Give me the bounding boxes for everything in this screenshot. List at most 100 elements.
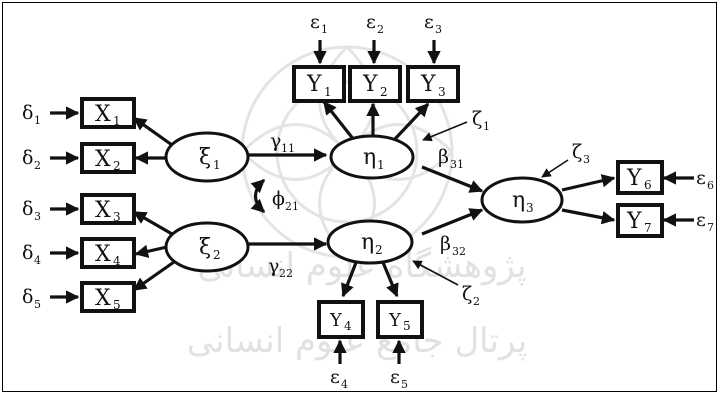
latent-xi2: ξ 2: [164, 221, 250, 273]
svg-text:2: 2: [473, 295, 480, 308]
svg-text:7: 7: [644, 221, 652, 235]
svg-text:δ: δ: [22, 286, 33, 308]
svg-text:X: X: [95, 286, 111, 311]
svg-text:3: 3: [583, 153, 590, 166]
svg-text:1: 1: [324, 85, 332, 99]
loading-x1: [132, 116, 173, 147]
svg-text:δ: δ: [22, 147, 33, 169]
svg-text:γ: γ: [268, 255, 279, 277]
eta3-subscript: 3: [526, 201, 534, 215]
svg-text:5: 5: [34, 298, 41, 311]
svg-text:2: 2: [34, 159, 41, 172]
svg-text:δ: δ: [22, 102, 33, 124]
path-eta1-eta3: [421, 165, 484, 193]
eta2-subscript: 2: [375, 243, 383, 257]
svg-text:ε: ε: [696, 209, 706, 231]
svg-text:X: X: [95, 242, 111, 267]
svg-text:2: 2: [377, 23, 384, 36]
loading-x5: [132, 260, 175, 292]
svg-text:Y: Y: [329, 310, 343, 331]
sem-path-diagram: پژوهشگاه علوم انسانی پرتال جامع علوم انس…: [22, 11, 714, 391]
svg-text:ε: ε: [696, 167, 706, 189]
epsilon-arrows-top: [313, 40, 441, 65]
x-loadings: [132, 116, 175, 292]
svg-text:3: 3: [438, 85, 446, 99]
xi2-symbol: ξ: [199, 235, 211, 260]
zeta1-arrow: [422, 121, 468, 142]
svg-text:β: β: [438, 146, 449, 168]
xi2-subscript: 2: [213, 248, 221, 262]
svg-text:Y: Y: [306, 72, 322, 97]
path-phi21-covariance: [250, 178, 266, 214]
svg-text:5: 5: [113, 298, 121, 312]
svg-text:Y: Y: [626, 209, 642, 234]
svg-text:3: 3: [435, 23, 442, 36]
svg-text:21: 21: [285, 200, 299, 213]
y-loadings-right: [561, 174, 616, 225]
svg-text:ϕ: ϕ: [272, 188, 285, 210]
svg-text:X: X: [95, 198, 111, 223]
svg-text:4: 4: [344, 319, 352, 333]
loading-x4: [134, 244, 168, 258]
svg-text:22: 22: [279, 267, 293, 280]
zeta2-arrow: [412, 260, 459, 286]
svg-text:ε: ε: [424, 11, 434, 33]
svg-text:4: 4: [341, 378, 348, 391]
svg-text:γ: γ: [270, 130, 281, 152]
loading-x3: [132, 210, 173, 236]
svg-text:X: X: [95, 147, 111, 172]
structural-paths: [249, 148, 484, 251]
latent-eta2: η 2: [326, 219, 414, 265]
eta1-subscript: 1: [377, 158, 385, 172]
latent-eta3: η 3: [480, 176, 564, 224]
y-box-1: Y 1: [292, 65, 346, 103]
svg-text:ζ: ζ: [472, 108, 482, 130]
xi1-subscript: 1: [213, 158, 221, 172]
x-box-1: X 1: [80, 97, 136, 129]
svg-text:2: 2: [113, 159, 121, 173]
svg-text:1: 1: [113, 114, 121, 128]
svg-text:31: 31: [450, 158, 464, 171]
x-box-3: X 3: [80, 193, 136, 225]
svg-text:3: 3: [113, 210, 121, 224]
xi1-symbol: ξ: [199, 145, 211, 170]
svg-text:5: 5: [401, 378, 408, 391]
svg-text:11: 11: [281, 142, 295, 155]
svg-text:ε: ε: [366, 11, 376, 33]
zeta-arrows: [412, 121, 569, 286]
y-loadings-bottom: [341, 259, 399, 298]
eta3-symbol: η: [512, 188, 525, 213]
svg-text:X: X: [95, 102, 111, 127]
svg-text:6: 6: [707, 179, 714, 192]
svg-text:δ: δ: [22, 242, 33, 264]
svg-text:ε: ε: [310, 11, 320, 33]
svg-text:ε: ε: [330, 366, 340, 388]
svg-text:2: 2: [380, 85, 388, 99]
svg-text:1: 1: [34, 114, 41, 127]
latent-eta1: η 1: [329, 134, 415, 180]
eta2-symbol: η: [361, 230, 374, 255]
x-box-4: X 4: [80, 237, 136, 269]
svg-text:ζ: ζ: [462, 283, 472, 305]
svg-text:Y: Y: [420, 72, 436, 97]
eta1-symbol: η: [363, 145, 376, 170]
y-box-4: Y 4: [317, 300, 365, 339]
x-box-5: X 5: [80, 281, 136, 313]
svg-text:6: 6: [644, 178, 652, 192]
path-eta2-eta3: [421, 208, 484, 236]
svg-text:1: 1: [321, 23, 328, 36]
epsilon-arrows-bottom: [333, 339, 406, 364]
y-box-7: Y 7: [616, 203, 664, 238]
svg-text:ζ: ζ: [572, 141, 582, 163]
svg-text:Y: Y: [626, 166, 642, 191]
x-box-2: X 2: [80, 142, 136, 174]
